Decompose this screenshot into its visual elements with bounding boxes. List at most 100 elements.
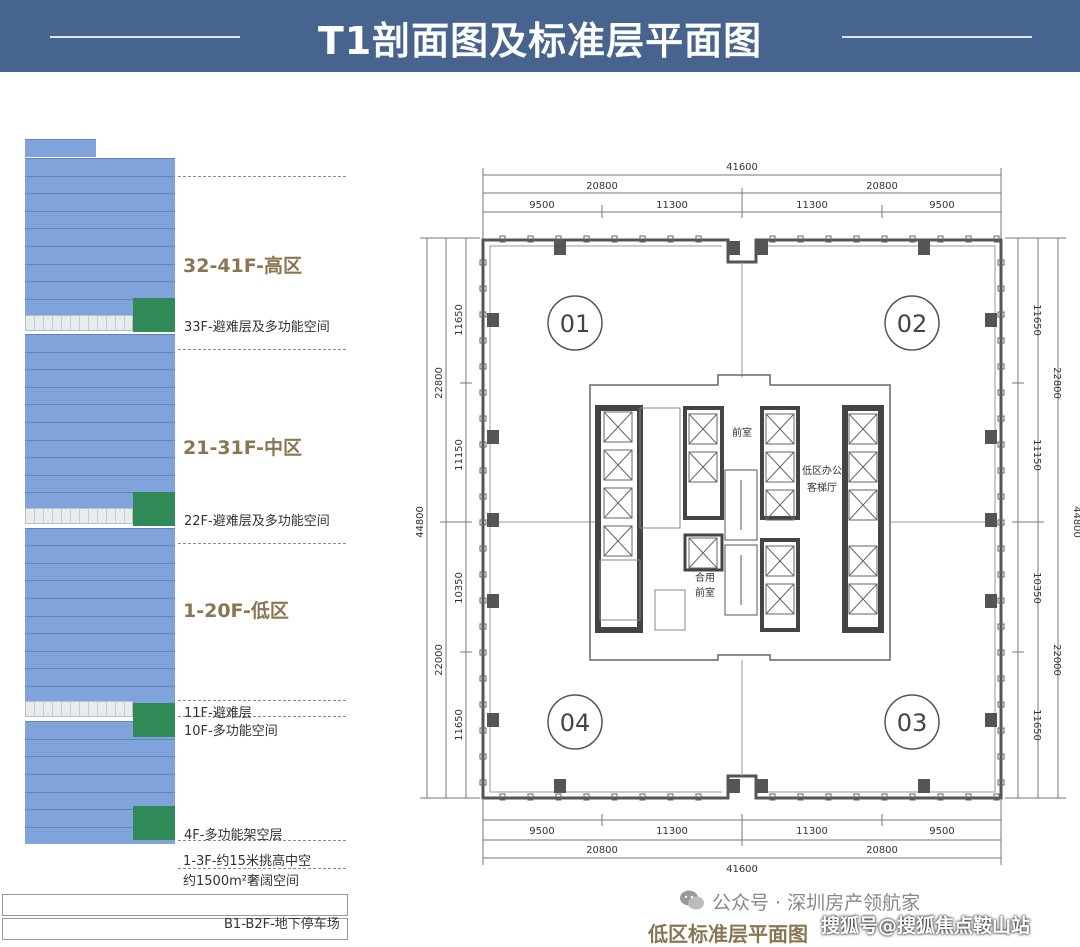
window-mullion <box>479 623 487 630</box>
window-mullion <box>997 285 1005 292</box>
elevator-car <box>765 451 795 483</box>
elevator-cross <box>603 525 633 557</box>
dim-left-half-bottom: 22000 <box>434 644 445 676</box>
window-mullion <box>997 675 1005 682</box>
floor-slab <box>25 334 175 352</box>
floor-slab <box>25 527 175 546</box>
room-label-front-room: 前室 <box>732 426 752 439</box>
structural-column <box>728 241 740 255</box>
room-label-shared-2: 前室 <box>695 586 715 599</box>
page-title: T1剖面图及标准层平面图 <box>317 19 763 63</box>
dim-right-seg: 11150 <box>1031 439 1042 471</box>
dim-top-seg: 9500 <box>529 200 554 211</box>
structural-column <box>985 513 997 527</box>
elevator-car <box>765 413 795 445</box>
floor-slab <box>25 668 175 686</box>
window-mullion <box>997 753 1005 760</box>
window-mullion <box>479 441 487 448</box>
window-mullion <box>937 793 944 801</box>
window-mullion <box>997 363 1005 370</box>
window-mullion <box>479 519 487 526</box>
elevator-car <box>765 545 795 577</box>
dim-right-seg: 10350 <box>1031 572 1042 604</box>
floor-slab <box>25 246 175 264</box>
window-mullion <box>583 235 590 243</box>
dim-top-seg: 9500 <box>929 200 954 211</box>
floor-slab <box>25 791 175 810</box>
elevator-cross <box>603 411 633 443</box>
zone-label-low: 1-20F-低区 <box>183 600 289 622</box>
elevator-cross <box>603 449 633 481</box>
elevator-cross <box>688 537 718 569</box>
floor-slab <box>25 474 175 493</box>
structural-column <box>487 594 499 608</box>
unit-circle-02 <box>884 295 940 351</box>
floor-label-basement: B1-B2F-地下停车场 <box>224 917 340 932</box>
structural-column <box>985 430 997 444</box>
floor-slab <box>25 281 175 299</box>
window-mullion <box>965 235 972 243</box>
window-mullion <box>479 779 487 786</box>
dim-left-seg: 10350 <box>454 572 465 604</box>
elevator-car <box>848 451 878 483</box>
elevator-cross <box>688 413 718 445</box>
window-mullion <box>479 597 487 604</box>
floor-slab <box>25 439 175 458</box>
window-mullion <box>479 415 487 422</box>
elevator-cross <box>765 451 795 483</box>
elevator-cross <box>848 489 878 521</box>
elevator-car <box>848 583 878 615</box>
floor-slab <box>25 580 175 598</box>
roof-block <box>25 139 96 157</box>
window-mullion <box>993 793 1000 801</box>
window-mullion <box>583 793 590 801</box>
window-mullion <box>997 649 1005 656</box>
elevator-car <box>603 487 633 519</box>
window-mullion <box>797 793 804 801</box>
window-mullion <box>639 235 646 243</box>
elevator-cross <box>765 489 795 521</box>
floor-slab <box>25 615 175 634</box>
elevator-cross <box>765 545 795 577</box>
structural-column <box>487 313 499 327</box>
dim-left-seg: 11650 <box>454 304 465 336</box>
room-label-shared: 合用 <box>695 571 715 584</box>
dim-bottom-seg: 11300 <box>796 826 828 837</box>
window-mullion <box>909 235 916 243</box>
structural-column <box>554 779 566 793</box>
window-mullion <box>667 235 674 243</box>
window-mullion <box>997 701 1005 708</box>
window-mullion <box>479 389 487 396</box>
structural-column <box>728 779 740 793</box>
floor-slab <box>25 175 175 194</box>
elevator-car <box>688 451 718 483</box>
window-mullion <box>997 259 1005 266</box>
window-mullion <box>997 623 1005 630</box>
window-mullion <box>997 727 1005 734</box>
elevator-cross <box>603 487 633 519</box>
window-mullion <box>479 571 487 578</box>
window-mullion <box>997 311 1005 318</box>
basement-level <box>2 918 348 940</box>
window-mullion <box>479 285 487 292</box>
dim-top-seg: 11300 <box>796 200 828 211</box>
dim-left-seg: 11150 <box>454 439 465 471</box>
window-mullion <box>997 337 1005 344</box>
elevator-cross <box>765 413 795 445</box>
floor-slab <box>25 686 175 704</box>
window-mullion <box>527 793 534 801</box>
window-mullion <box>695 793 702 801</box>
floor-slab <box>25 598 175 616</box>
elevator-cross <box>688 451 718 483</box>
elevator-car <box>603 411 633 443</box>
window-mullion <box>479 493 487 500</box>
structural-column <box>985 713 997 727</box>
dim-left-total: 44800 <box>415 506 426 538</box>
elevator-car <box>688 537 718 569</box>
window-mullion <box>611 793 618 801</box>
elevator-cross <box>848 583 878 615</box>
unit-label-01: 01 <box>560 310 591 338</box>
window-mullion <box>639 793 646 801</box>
multifunction-space <box>133 298 175 332</box>
window-mullion <box>997 389 1005 396</box>
